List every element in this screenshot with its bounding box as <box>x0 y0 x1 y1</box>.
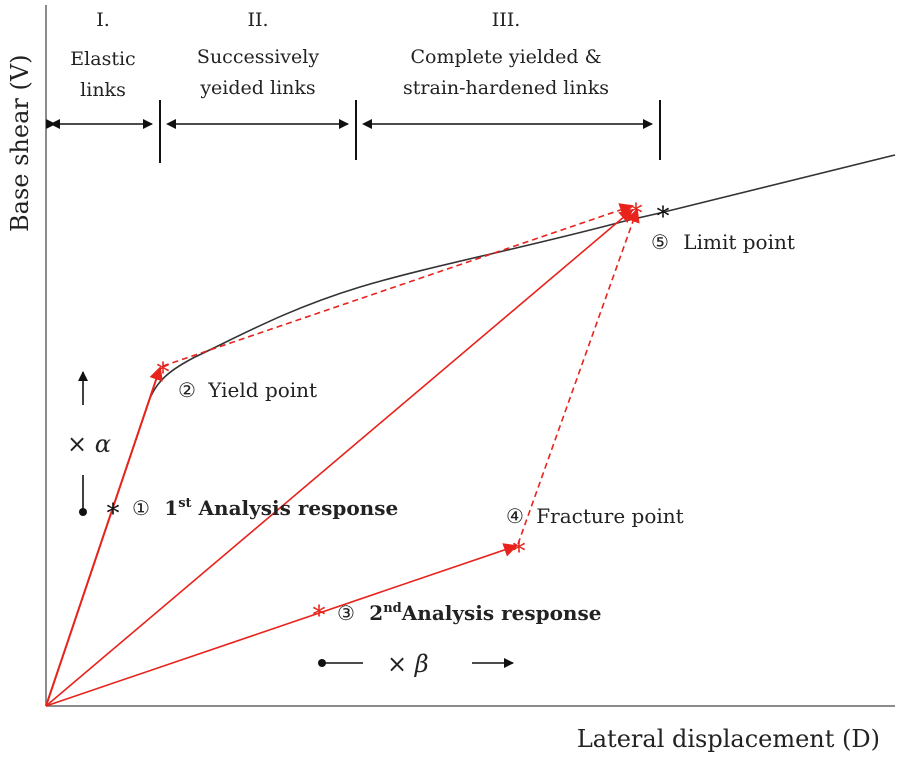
point-labels: ① 1st Analysis response ② Yield point ③ … <box>132 230 795 625</box>
elastic-line-to-yield <box>45 366 163 707</box>
point-1-label: ① 1st Analysis response <box>132 496 398 520</box>
origin-to-limit-line <box>45 208 634 707</box>
range-arrow-2-left-head <box>166 119 176 129</box>
point-4-marker: * <box>513 537 526 567</box>
point-4-label: ④ Fracture point <box>506 504 684 528</box>
point-1-marker: * <box>107 499 120 529</box>
alpha-factor: × α <box>67 430 111 458</box>
point-5-marker-black: * <box>657 202 670 232</box>
point-3-marker: * <box>313 601 326 631</box>
fracture-to-limit-dashed <box>517 208 640 545</box>
phase-2-line1: Successively <box>197 46 319 68</box>
phase-1-numeral: I. <box>96 9 110 31</box>
markers: * * * * * * <box>107 199 670 631</box>
phase-2-numeral: II. <box>247 9 268 31</box>
phase-3-line2: strain-hardened links <box>403 77 609 99</box>
point-5-label: ⑤ Limit point <box>651 230 795 254</box>
x-axis-title: Lateral displacement (D) <box>577 725 880 753</box>
range-arrow-1-left-head <box>50 119 60 129</box>
alpha-indicator: × α <box>67 371 111 516</box>
phase-1-line1: Elastic <box>70 48 135 70</box>
yield-to-limit-dashed <box>162 203 634 367</box>
second-analysis-line <box>45 543 518 707</box>
point-5-marker-red: * <box>630 199 643 229</box>
point-2-marker: * <box>157 358 170 388</box>
point-2-label: ② Yield point <box>178 378 317 402</box>
axes: Base shear (V) Lateral displacement (D) <box>6 5 895 753</box>
phase-3-line1: Complete yielded & <box>410 46 601 68</box>
range-arrow-3-left-head <box>362 119 372 129</box>
point-3-label: ③ 2ndAnalysis response <box>337 601 601 625</box>
phase-2-line2: yeided links <box>199 77 315 99</box>
phase-3-numeral: III. <box>492 9 521 31</box>
alpha-origin-dot <box>79 508 87 516</box>
beta-indicator: × β <box>318 650 514 678</box>
beta-factor: × β <box>387 650 429 678</box>
phase-headers: I. Elastic links II. Successively yeided… <box>46 9 661 163</box>
capacity-curve <box>45 154 896 707</box>
y-axis-title: Base shear (V) <box>6 54 34 232</box>
analysis-paths <box>45 203 640 707</box>
phase-1-line2: links <box>80 79 126 101</box>
